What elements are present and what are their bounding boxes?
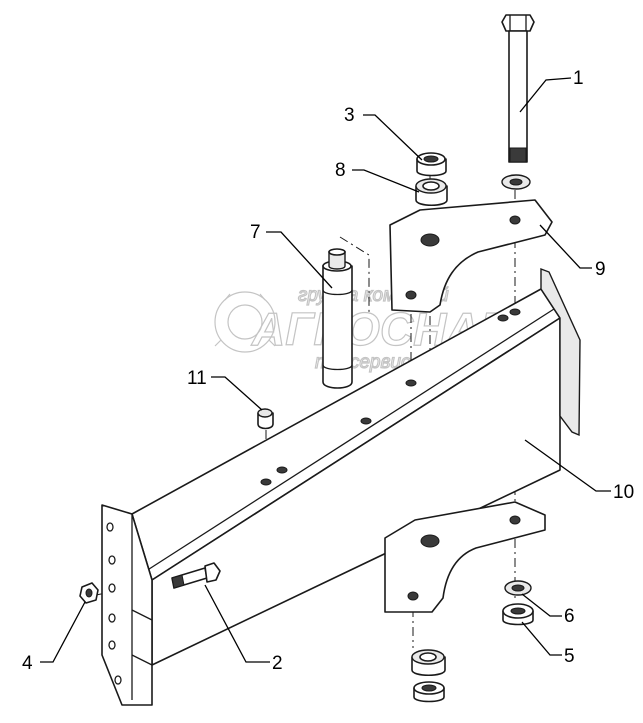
callout-7: 7	[250, 222, 261, 243]
washer-upper	[501, 174, 531, 190]
leader-1	[519, 77, 572, 113]
leader-7	[266, 231, 333, 289]
part-3-nut-upper	[416, 152, 447, 177]
part-2-side-bolt	[171, 562, 221, 589]
callout-11: 11	[187, 368, 207, 389]
callout-labels: 1 2 3 4 5 6 7 8 9 10 11	[22, 68, 634, 674]
callout-4: 4	[22, 653, 33, 674]
part-8-bushing-upper	[415, 178, 448, 207]
beam-top-holes	[260, 308, 521, 486]
part-8-bushing-lower	[411, 649, 446, 677]
part-10-beam	[101, 267, 581, 706]
part-4-side-nut	[79, 582, 99, 604]
part-11-plug	[257, 408, 274, 430]
part-9-upper-bracket	[389, 199, 553, 313]
callout-5: 5	[564, 646, 575, 667]
callout-3: 3	[344, 105, 355, 126]
part-1-bolt	[501, 14, 535, 163]
part-6-washer	[504, 580, 532, 596]
watermark-gear-logo	[214, 291, 276, 353]
callout-2: 2	[272, 653, 283, 674]
leader-2	[204, 584, 270, 663]
leader-lines	[40, 77, 611, 663]
leader-6	[521, 593, 562, 617]
callout-6: 6	[564, 606, 575, 627]
leader-3	[363, 114, 423, 161]
part-7-pivot-pin	[322, 248, 353, 389]
leader-4	[40, 601, 86, 663]
callout-8: 8	[335, 160, 346, 181]
part-9-lower-bracket	[384, 501, 546, 613]
leader-11	[211, 376, 263, 411]
part-5-nut	[502, 603, 534, 626]
flange-bolt-holes	[106, 522, 122, 685]
callout-1: 1	[573, 68, 584, 89]
callout-9: 9	[595, 259, 606, 280]
leader-5	[521, 621, 562, 656]
leader-9	[539, 224, 592, 269]
callout-10: 10	[613, 482, 634, 503]
leader-10	[524, 439, 611, 492]
part-3-nut-lower	[413, 681, 445, 703]
leader-8	[352, 169, 420, 193]
